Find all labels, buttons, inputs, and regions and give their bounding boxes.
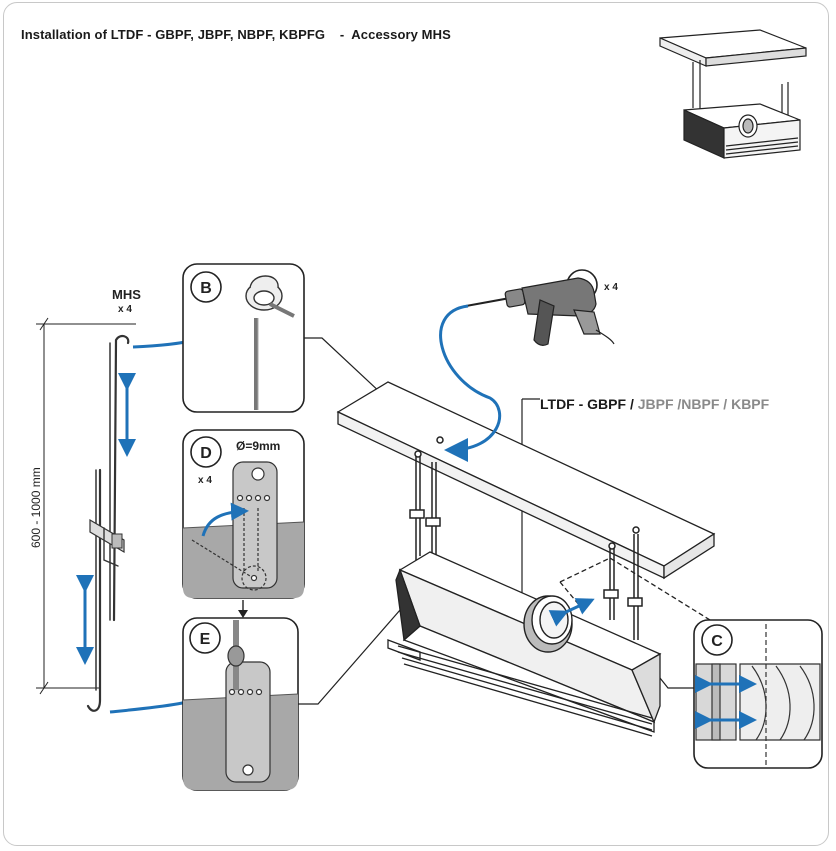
product-alternates: JBPF /NBPF / KBPF (638, 396, 770, 412)
step-b-letter: B (200, 280, 212, 297)
hook-clip-icon (245, 275, 295, 410)
arrow-d-insert (201, 502, 249, 537)
mhs-dimension (36, 317, 136, 695)
product-separator: / (626, 396, 638, 412)
hanger-rod-icon (86, 334, 130, 712)
step-d-diameter: Ø=9mm (236, 439, 280, 453)
step-c-letter: C (711, 633, 723, 650)
page-title: Installation of LTDF - GBPF, JBPF, NBPF,… (21, 27, 451, 42)
bracket-drilling-icon (191, 461, 278, 591)
bracket-mount-icon (225, 620, 271, 783)
hanger-rods (409, 436, 643, 640)
product-main: LTDF - GBPF (540, 396, 627, 412)
inset-c: C (693, 619, 823, 769)
overview-thumbnail-icon (659, 29, 807, 159)
step-d-letter: D (200, 445, 212, 462)
drill-arrow (439, 304, 501, 462)
spigot-icon (523, 595, 573, 653)
spigot-arrow (548, 598, 595, 627)
mhs-length-label: 600 - 1000 mm (29, 467, 43, 548)
step-a-qty: x 4 (604, 282, 618, 293)
product-label: LTDF - GBPF / JBPF /NBPF / KBPF (540, 396, 770, 412)
inset-e: E (182, 617, 299, 791)
mhs-name: MHS (112, 287, 141, 302)
step-e-letter: E (200, 631, 211, 648)
step-d-qty: x 4 (198, 475, 212, 486)
inset-d: D x 4 Ø=9mm (182, 429, 305, 599)
mhs-qty: x 4 (118, 304, 132, 315)
drill-icon (465, 277, 615, 346)
inset-b: B (182, 263, 305, 413)
